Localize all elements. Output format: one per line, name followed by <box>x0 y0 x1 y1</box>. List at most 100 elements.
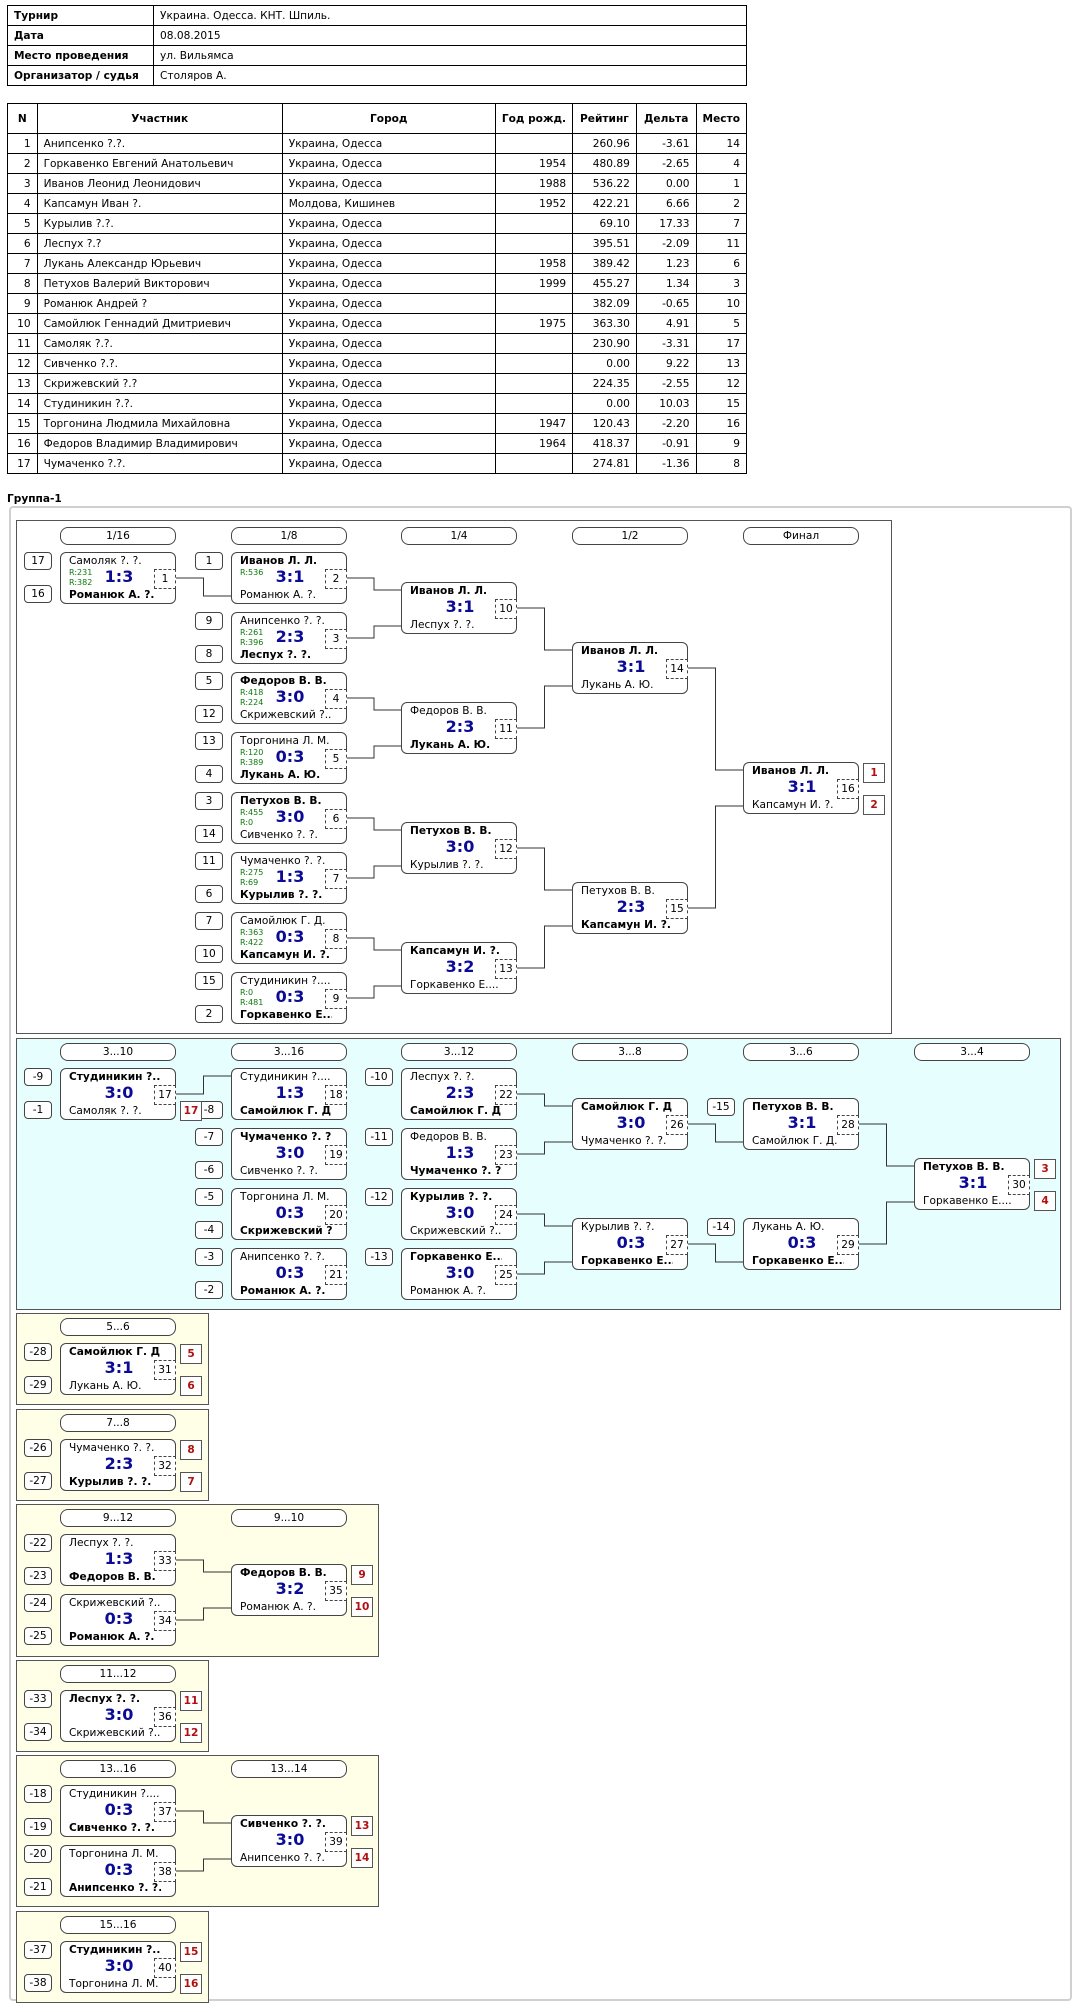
participant-cell: Романюк Андрей ? <box>36 293 283 314</box>
match-number: 23 <box>495 1145 517 1165</box>
rating-top: R:0 <box>240 988 254 997</box>
match-number: 16 <box>837 779 859 799</box>
match-score: 3:1 <box>275 567 305 586</box>
seed-label: -37 <box>24 1941 52 1959</box>
match-number: 10 <box>495 599 517 619</box>
player-top: Торгонина Л. М. <box>240 1191 330 1203</box>
round-header-9-10: 9...10 <box>231 1509 347 1527</box>
participant-cell: 389.42 <box>572 253 637 274</box>
rating-top: R:120 <box>240 748 264 757</box>
column-header: Дельта <box>635 103 697 134</box>
match-score: 0:3 <box>104 1609 134 1628</box>
match-score: 3:1 <box>958 1173 988 1192</box>
match-score: 0:3 <box>275 1263 305 1282</box>
match-number: 26 <box>666 1115 688 1135</box>
column-header: Год рожд. <box>494 103 574 134</box>
match-number: 19 <box>325 1145 347 1165</box>
seed-label: 9 <box>195 612 223 630</box>
match-score: 2:3 <box>445 717 475 736</box>
player-bottom: Чумаченко ?. ?. <box>410 1165 502 1177</box>
participant-cell: 1.34 <box>635 273 697 294</box>
round-header-3-10: 3...10 <box>60 1043 176 1061</box>
round-header-1-16: 1/16 <box>60 527 176 545</box>
rating-bottom: R:389 <box>240 758 264 767</box>
player-top: Курылив ?. ?. <box>410 1191 493 1203</box>
match-score: 0:3 <box>275 927 305 946</box>
player-top: Студиникин ?.... <box>69 1944 161 1956</box>
round-header-9-12: 9...12 <box>60 1509 176 1527</box>
participant-cell: -3.61 <box>635 133 697 154</box>
seed-label: -3 <box>195 1248 223 1266</box>
participant-cell: 11 <box>695 233 748 254</box>
rating-top: R:261 <box>240 628 264 637</box>
round-header-7-8: 7...8 <box>60 1414 176 1432</box>
participant-cell: 69.10 <box>572 213 637 234</box>
participant-cell: 17 <box>695 333 748 354</box>
player-top: Студиникин ?.... <box>240 975 331 987</box>
match-score: 3:1 <box>616 657 646 676</box>
participant-cell: Украина, Одесса <box>281 373 496 394</box>
player-top: Анипсенко ?. ?. <box>240 615 325 627</box>
final-place-badge: 2 <box>863 795 885 815</box>
participant-cell: 1958 <box>494 253 574 274</box>
player-bottom: Курылив ?. ?. <box>69 1476 152 1488</box>
round-header-1-4: 1/4 <box>401 527 517 545</box>
match-score: 3:1 <box>445 597 475 616</box>
match-score: 3:0 <box>275 807 305 826</box>
participant-cell: 10 <box>7 313 38 334</box>
participant-cell: -1.36 <box>635 453 697 474</box>
participant-cell: Петухов Валерий Викторович <box>36 273 283 294</box>
rating-bottom: R:481 <box>240 998 264 1007</box>
participant-cell: Украина, Одесса <box>281 413 496 434</box>
match-20[interactable]: Торгонина Л. М.Скрижевский ?...0:320 <box>231 1188 347 1240</box>
player-top: Иванов Л. Л. <box>410 585 488 597</box>
player-top: Федоров В. В. <box>240 675 327 687</box>
round-header-5-6: 5...6 <box>60 1318 176 1336</box>
player-bottom: Романюк А. ?. <box>69 1631 155 1643</box>
info-value: Украина. Одесса. КНТ. Шпиль. <box>153 5 747 26</box>
